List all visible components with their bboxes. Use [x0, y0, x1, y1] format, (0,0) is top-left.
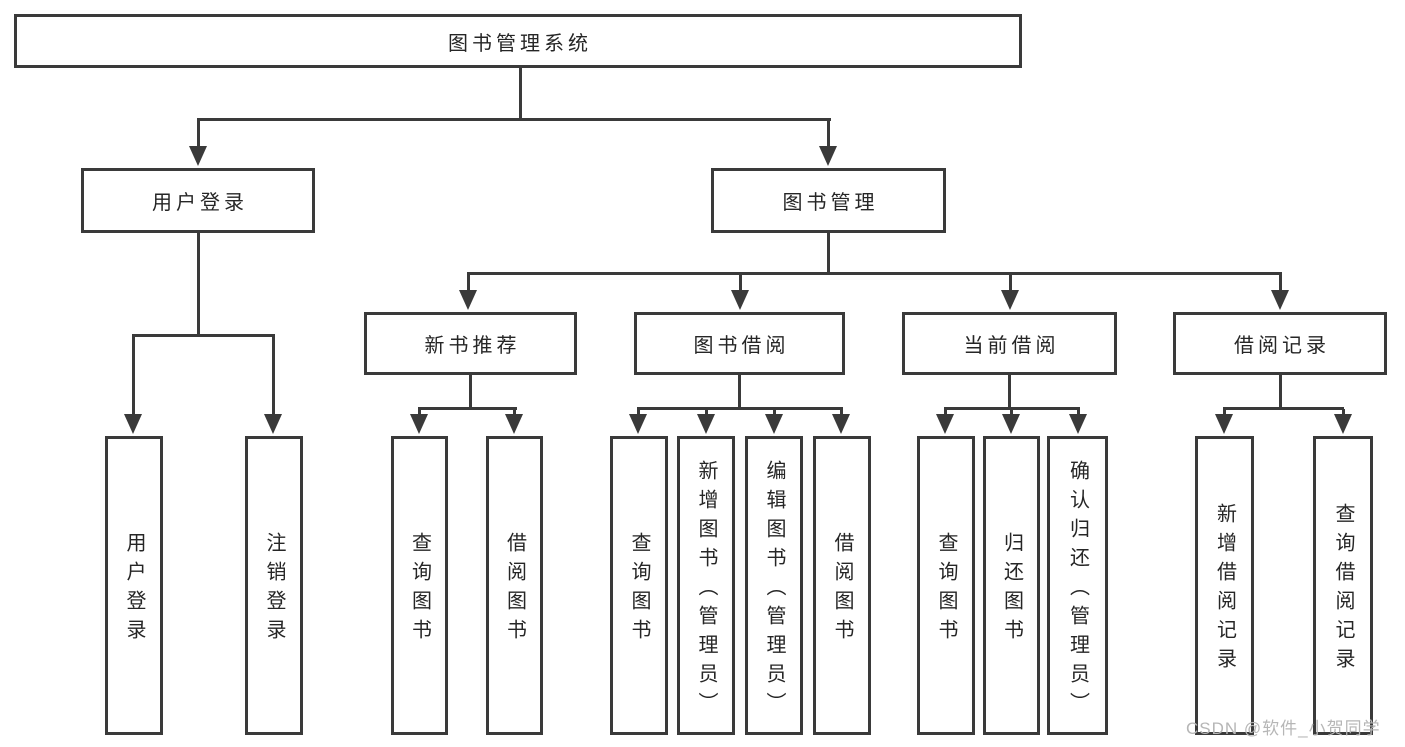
arrow-down-icon — [1271, 290, 1289, 310]
leaf-add-borrow-record: 新增借阅记录 — [1195, 436, 1254, 735]
arrow-down-icon — [819, 146, 837, 166]
leaf-borrow-books-borrowing: 借阅图书 — [813, 436, 871, 735]
arrow-down-icon — [765, 414, 783, 434]
leaf-label: 用户登录 — [123, 532, 145, 648]
node-label: 图书借阅 — [693, 335, 790, 357]
connector-vline — [197, 232, 200, 336]
leaf-return-books: 归还图书 — [983, 436, 1040, 735]
connector-stub — [1223, 409, 1226, 416]
leaf-edit-book-admin: 编辑图书（管理员） — [745, 436, 803, 735]
connector-stub — [827, 120, 830, 148]
leaf-user-login: 用户登录 — [105, 436, 163, 735]
connector-hline — [637, 407, 843, 410]
leaf-label: 编辑图书（管理员） — [763, 459, 785, 721]
connector-stub — [1342, 409, 1345, 416]
leaf-add-book-admin: 新增图书（管理员） — [677, 436, 735, 735]
arrow-down-icon — [1069, 414, 1087, 434]
node-label: 用户登录 — [152, 192, 248, 214]
connector-stub — [1077, 409, 1080, 416]
arrow-down-icon — [629, 414, 647, 434]
connector-stub — [1279, 274, 1282, 292]
arrow-down-icon — [697, 414, 715, 434]
node-label: 当前借阅 — [963, 335, 1060, 357]
node-book-management: 图书管理 — [711, 168, 946, 233]
node-root: 图书管理系统 — [14, 14, 1022, 68]
arrow-down-icon — [459, 290, 477, 310]
connector-stub — [197, 120, 200, 148]
arrow-down-icon — [264, 414, 282, 434]
connector-stub — [513, 409, 516, 416]
node-label: 图书管理系统 — [448, 32, 592, 55]
connector-vline — [827, 233, 830, 274]
node-borrowing-records: 借阅记录 — [1173, 312, 1387, 375]
leaf-label: 查询图书 — [628, 532, 650, 648]
leaf-label: 借阅图书 — [503, 532, 526, 648]
leaf-label: 借阅图书 — [831, 532, 853, 648]
connector-stub — [705, 409, 708, 416]
connector-stub — [739, 274, 742, 292]
watermark-text: CSDN @软件_小贺同学 — [1186, 719, 1381, 738]
leaf-label: 注销登录 — [263, 532, 285, 648]
arrow-down-icon — [1215, 414, 1233, 434]
connector-stub — [1010, 409, 1013, 416]
node-label: 新书推荐 — [424, 335, 521, 357]
leaf-query-books-current: 查询图书 — [917, 436, 975, 735]
connector-stub — [418, 409, 421, 416]
connector-stub — [840, 409, 843, 416]
connector-stub — [272, 336, 275, 416]
arrow-down-icon — [1001, 290, 1019, 310]
arrow-down-icon — [1002, 414, 1020, 434]
connector-stub — [944, 409, 947, 416]
node-current-borrowing: 当前借阅 — [902, 312, 1117, 375]
arrow-down-icon — [936, 414, 954, 434]
node-label: 借阅记录 — [1234, 335, 1330, 357]
connector-stub — [1009, 274, 1012, 292]
leaf-label: 查询图书 — [408, 532, 431, 648]
arrow-down-icon — [189, 146, 207, 166]
connector-vline — [1008, 375, 1011, 409]
leaf-query-books-borrowing: 查询图书 — [610, 436, 668, 735]
leaf-label: 新增借阅记录 — [1213, 503, 1236, 677]
connector-stub — [637, 409, 640, 416]
leaf-confirm-return-admin: 确认归还（管理员） — [1047, 436, 1108, 735]
connector-hline — [418, 407, 517, 410]
leaf-label: 确认归还（管理员） — [1066, 459, 1089, 721]
connector-hline — [132, 334, 275, 337]
arrow-down-icon — [1334, 414, 1352, 434]
connector-vline — [738, 375, 741, 409]
connector-vline — [1279, 375, 1282, 409]
connector-hline — [197, 118, 831, 121]
arrow-down-icon — [505, 414, 523, 434]
connector-vline — [519, 67, 522, 120]
arrow-down-icon — [124, 414, 142, 434]
leaf-label: 查询图书 — [935, 532, 957, 648]
arrow-down-icon — [832, 414, 850, 434]
node-user-login: 用户登录 — [81, 168, 315, 233]
node-label: 图书管理 — [782, 192, 879, 214]
connector-stub — [467, 274, 470, 292]
connector-hline — [1223, 407, 1344, 410]
connector-stub — [132, 336, 135, 416]
leaf-logout: 注销登录 — [245, 436, 303, 735]
leaf-query-borrow-record: 查询借阅记录 — [1313, 436, 1373, 735]
arrow-down-icon — [410, 414, 428, 434]
leaf-label: 归还图书 — [1000, 532, 1023, 648]
leaf-label: 查询借阅记录 — [1332, 503, 1354, 677]
leaf-query-books-recommend: 查询图书 — [391, 436, 448, 735]
arrow-down-icon — [731, 290, 749, 310]
leaf-label: 新增图书（管理员） — [695, 459, 717, 721]
connector-hline — [467, 272, 1282, 275]
connector-stub — [773, 409, 776, 416]
node-new-book-recommendation: 新书推荐 — [364, 312, 577, 375]
connector-vline — [469, 375, 472, 409]
connector-hline — [944, 407, 1080, 410]
node-book-borrowing: 图书借阅 — [634, 312, 845, 375]
leaf-borrow-books-recommend: 借阅图书 — [486, 436, 543, 735]
